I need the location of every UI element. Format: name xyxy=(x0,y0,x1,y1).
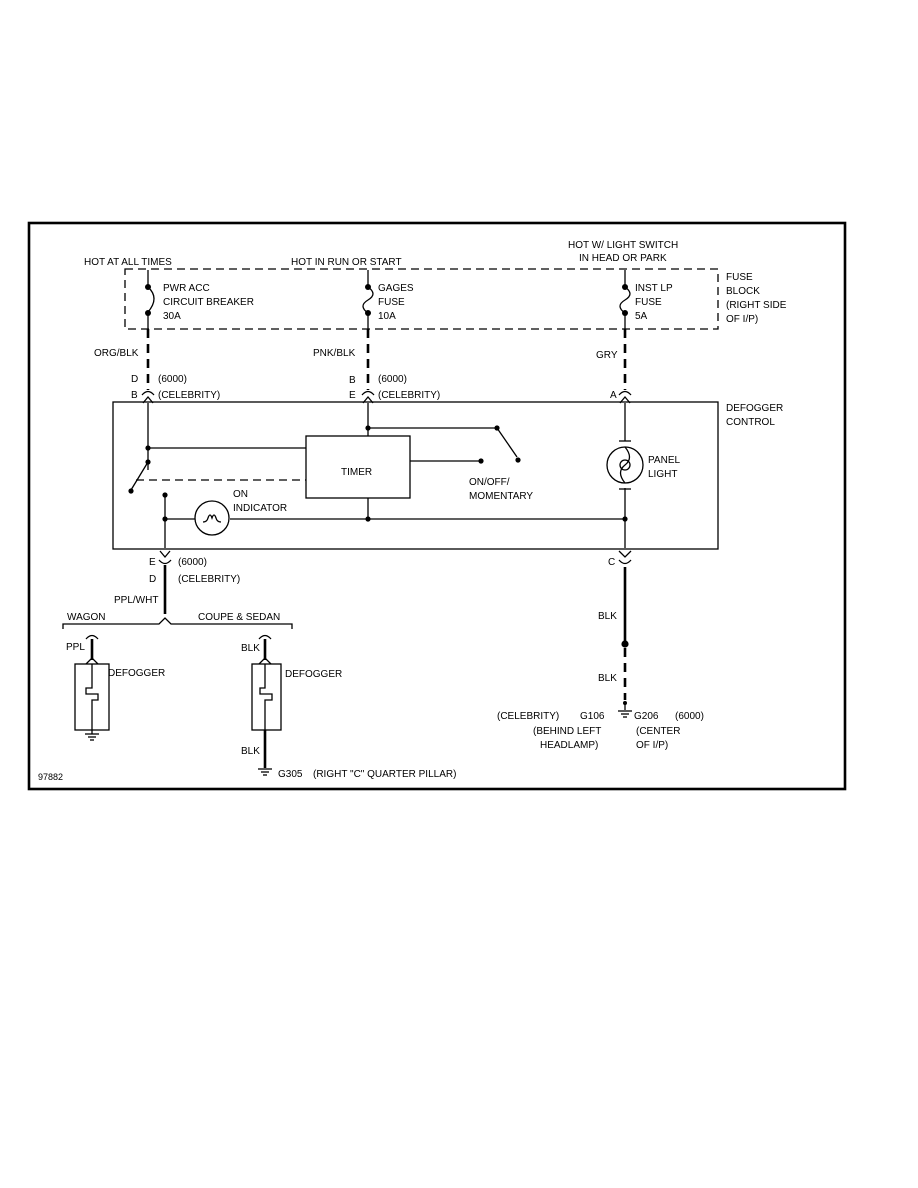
defogger-control-label-2: CONTROL xyxy=(726,417,775,428)
defogger-control-box xyxy=(112,401,719,550)
connector-a-label: A xyxy=(610,390,617,401)
figure-number: 97882 xyxy=(38,772,63,782)
hot-light-switch-label-2: IN HEAD OR PARK xyxy=(579,253,667,264)
g206-6000-label: (6000) xyxy=(675,711,704,722)
connector-d-bottom-label: D xyxy=(149,574,156,585)
g106-label: G106 xyxy=(580,711,605,722)
connector-d-label: D xyxy=(131,374,138,385)
wire-blk-right-bottom-label: BLK xyxy=(598,673,617,684)
behind-left-label-1: (BEHIND LEFT xyxy=(533,726,601,737)
wire-blk-right-top-label: BLK xyxy=(598,611,617,622)
fuse-block-label-4: OF I/P) xyxy=(726,314,758,325)
defogger-control-label-1: DEFOGGER xyxy=(726,403,783,414)
inst-lp-fuse-label-1: INST LP xyxy=(635,283,673,294)
connector-celebrity-bottom-label: (CELEBRITY) xyxy=(178,574,240,585)
celebrity-g106-label: (CELEBRITY) xyxy=(497,711,559,722)
wagon-label: WAGON xyxy=(67,612,106,623)
connector-6000-left-label: (6000) xyxy=(158,374,187,385)
wire-pnk-blk-label: PNK/BLK xyxy=(313,348,356,359)
inst-lp-fuse-symbol xyxy=(619,270,631,329)
circuit-breaker-symbol xyxy=(145,270,155,329)
fuse-block-label-2: BLOCK xyxy=(726,286,760,297)
circuit-breaker-label-2: CIRCUIT BREAKER xyxy=(163,297,254,308)
wire-ppl-wht-label: PPL/WHT xyxy=(114,595,158,606)
connector-b-left-label: B xyxy=(131,390,138,401)
ground-g305-label: G305 xyxy=(278,769,303,780)
center-ip-label-2: OF I/P) xyxy=(636,740,668,751)
gages-fuse-label-3: 10A xyxy=(378,311,396,322)
wire-blk-coupe-bottom-label: BLK xyxy=(241,746,260,757)
timer-label: TIMER xyxy=(341,467,372,478)
connector-b-mid-label: B xyxy=(349,375,356,386)
connector-6000-mid-label: (6000) xyxy=(378,374,407,385)
on-indicator-label-2: INDICATOR xyxy=(233,503,287,514)
bottom-connectors xyxy=(158,550,632,565)
hot-light-switch-label-1: HOT W/ LIGHT SWITCH xyxy=(568,240,678,251)
wagon-defogger-grid xyxy=(74,663,110,741)
panel-light-label-2: LIGHT xyxy=(648,469,677,480)
center-ip-label-1: (CENTER xyxy=(636,726,680,737)
gages-fuse-symbol xyxy=(362,270,374,329)
gages-fuse-label-2: FUSE xyxy=(378,297,405,308)
feed-wires xyxy=(141,329,632,404)
behind-left-label-2: HEADLAMP) xyxy=(540,740,598,751)
inst-lp-fuse-label-3: 5A xyxy=(635,311,648,322)
on-indicator-label-1: ON xyxy=(233,489,248,500)
wire-ppl-label: PPL xyxy=(66,642,85,653)
hot-at-all-times-label: HOT AT ALL TIMES xyxy=(84,257,172,268)
connector-celebrity-left-label: (CELEBRITY) xyxy=(158,390,220,401)
diagram-border xyxy=(27,221,847,791)
control-ground-wiring xyxy=(618,567,632,718)
coupe-defogger-grid xyxy=(251,663,282,776)
panel-light-label-1: PANEL xyxy=(648,455,680,466)
connector-6000-bottom-label: (6000) xyxy=(178,557,207,568)
fuse-block-label-1: FUSE xyxy=(726,272,753,283)
hot-in-run-or-start-label: HOT IN RUN OR START xyxy=(291,257,402,268)
connector-e-bottom-label: E xyxy=(149,557,156,568)
inst-lp-fuse-label-2: FUSE xyxy=(635,297,662,308)
on-off-momentary-label-1: ON/OFF/ xyxy=(469,477,510,488)
wire-gry-label: GRY xyxy=(596,350,618,361)
connector-c-label: C xyxy=(608,557,615,568)
circuit-breaker-label-3: 30A xyxy=(163,311,181,322)
on-off-momentary-label-2: MOMENTARY xyxy=(469,491,533,502)
timer-block xyxy=(305,435,411,499)
coupe-sedan-label: COUPE & SEDAN xyxy=(198,612,280,623)
fuse-block-label-3: (RIGHT SIDE xyxy=(726,300,787,311)
connector-celebrity-mid-label: (CELEBRITY) xyxy=(378,390,440,401)
wire-blk-coupe-top-label: BLK xyxy=(241,643,260,654)
wagon-defogger-label: DEFOGGER xyxy=(108,668,165,679)
rear-defogger-feed-wiring xyxy=(62,565,293,665)
g206-label: G206 xyxy=(634,711,659,722)
panel-light-bulb xyxy=(606,440,644,490)
circuit-breaker-label-1: PWR ACC xyxy=(163,283,210,294)
g305-location-label: (RIGHT "C" QUARTER PILLAR) xyxy=(313,769,456,780)
gages-fuse-label-1: GAGES xyxy=(378,283,414,294)
coupe-defogger-label: DEFOGGER xyxy=(285,669,342,680)
wire-org-blk-label: ORG/BLK xyxy=(94,348,139,359)
connector-e-mid-label: E xyxy=(349,390,356,401)
control-internal-wiring xyxy=(128,403,628,548)
on-indicator-bulb xyxy=(194,500,230,536)
fuse-block-outline xyxy=(124,268,719,330)
